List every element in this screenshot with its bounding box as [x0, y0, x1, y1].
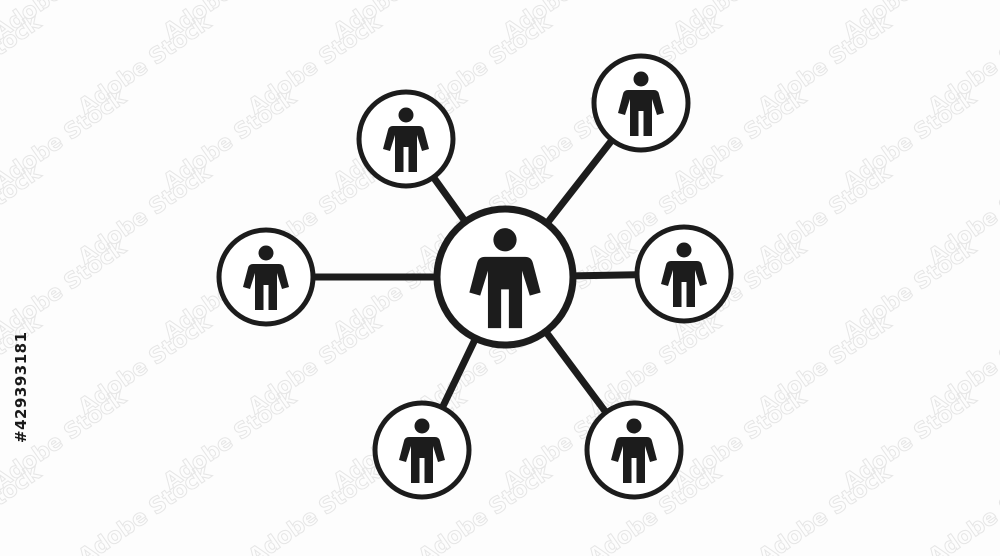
spoke-right: [572, 271, 638, 280]
spoke-bottom-right: [542, 329, 609, 415]
node-top-right: [591, 53, 691, 153]
hub-node: [433, 205, 577, 349]
spoke-bottom-left: [439, 336, 479, 410]
node-left: [216, 227, 316, 327]
spokes: [313, 137, 638, 415]
watermark-text: Adobe Stock: [74, 460, 217, 556]
watermark-text: Adobe Stock: [754, 460, 897, 556]
spoke-top-right: [544, 137, 615, 226]
nodes: [216, 53, 734, 500]
node-right: [634, 224, 734, 324]
watermark-text: Adobe Stock: [924, 460, 1000, 556]
node-bottom-left: [372, 400, 472, 500]
spoke-top-left: [430, 175, 469, 224]
stock-id-label: #429393181: [12, 331, 30, 443]
node-top-left: [356, 89, 456, 189]
watermark-text: Adobe Stock: [244, 460, 387, 556]
node-bottom-right: [584, 400, 684, 500]
